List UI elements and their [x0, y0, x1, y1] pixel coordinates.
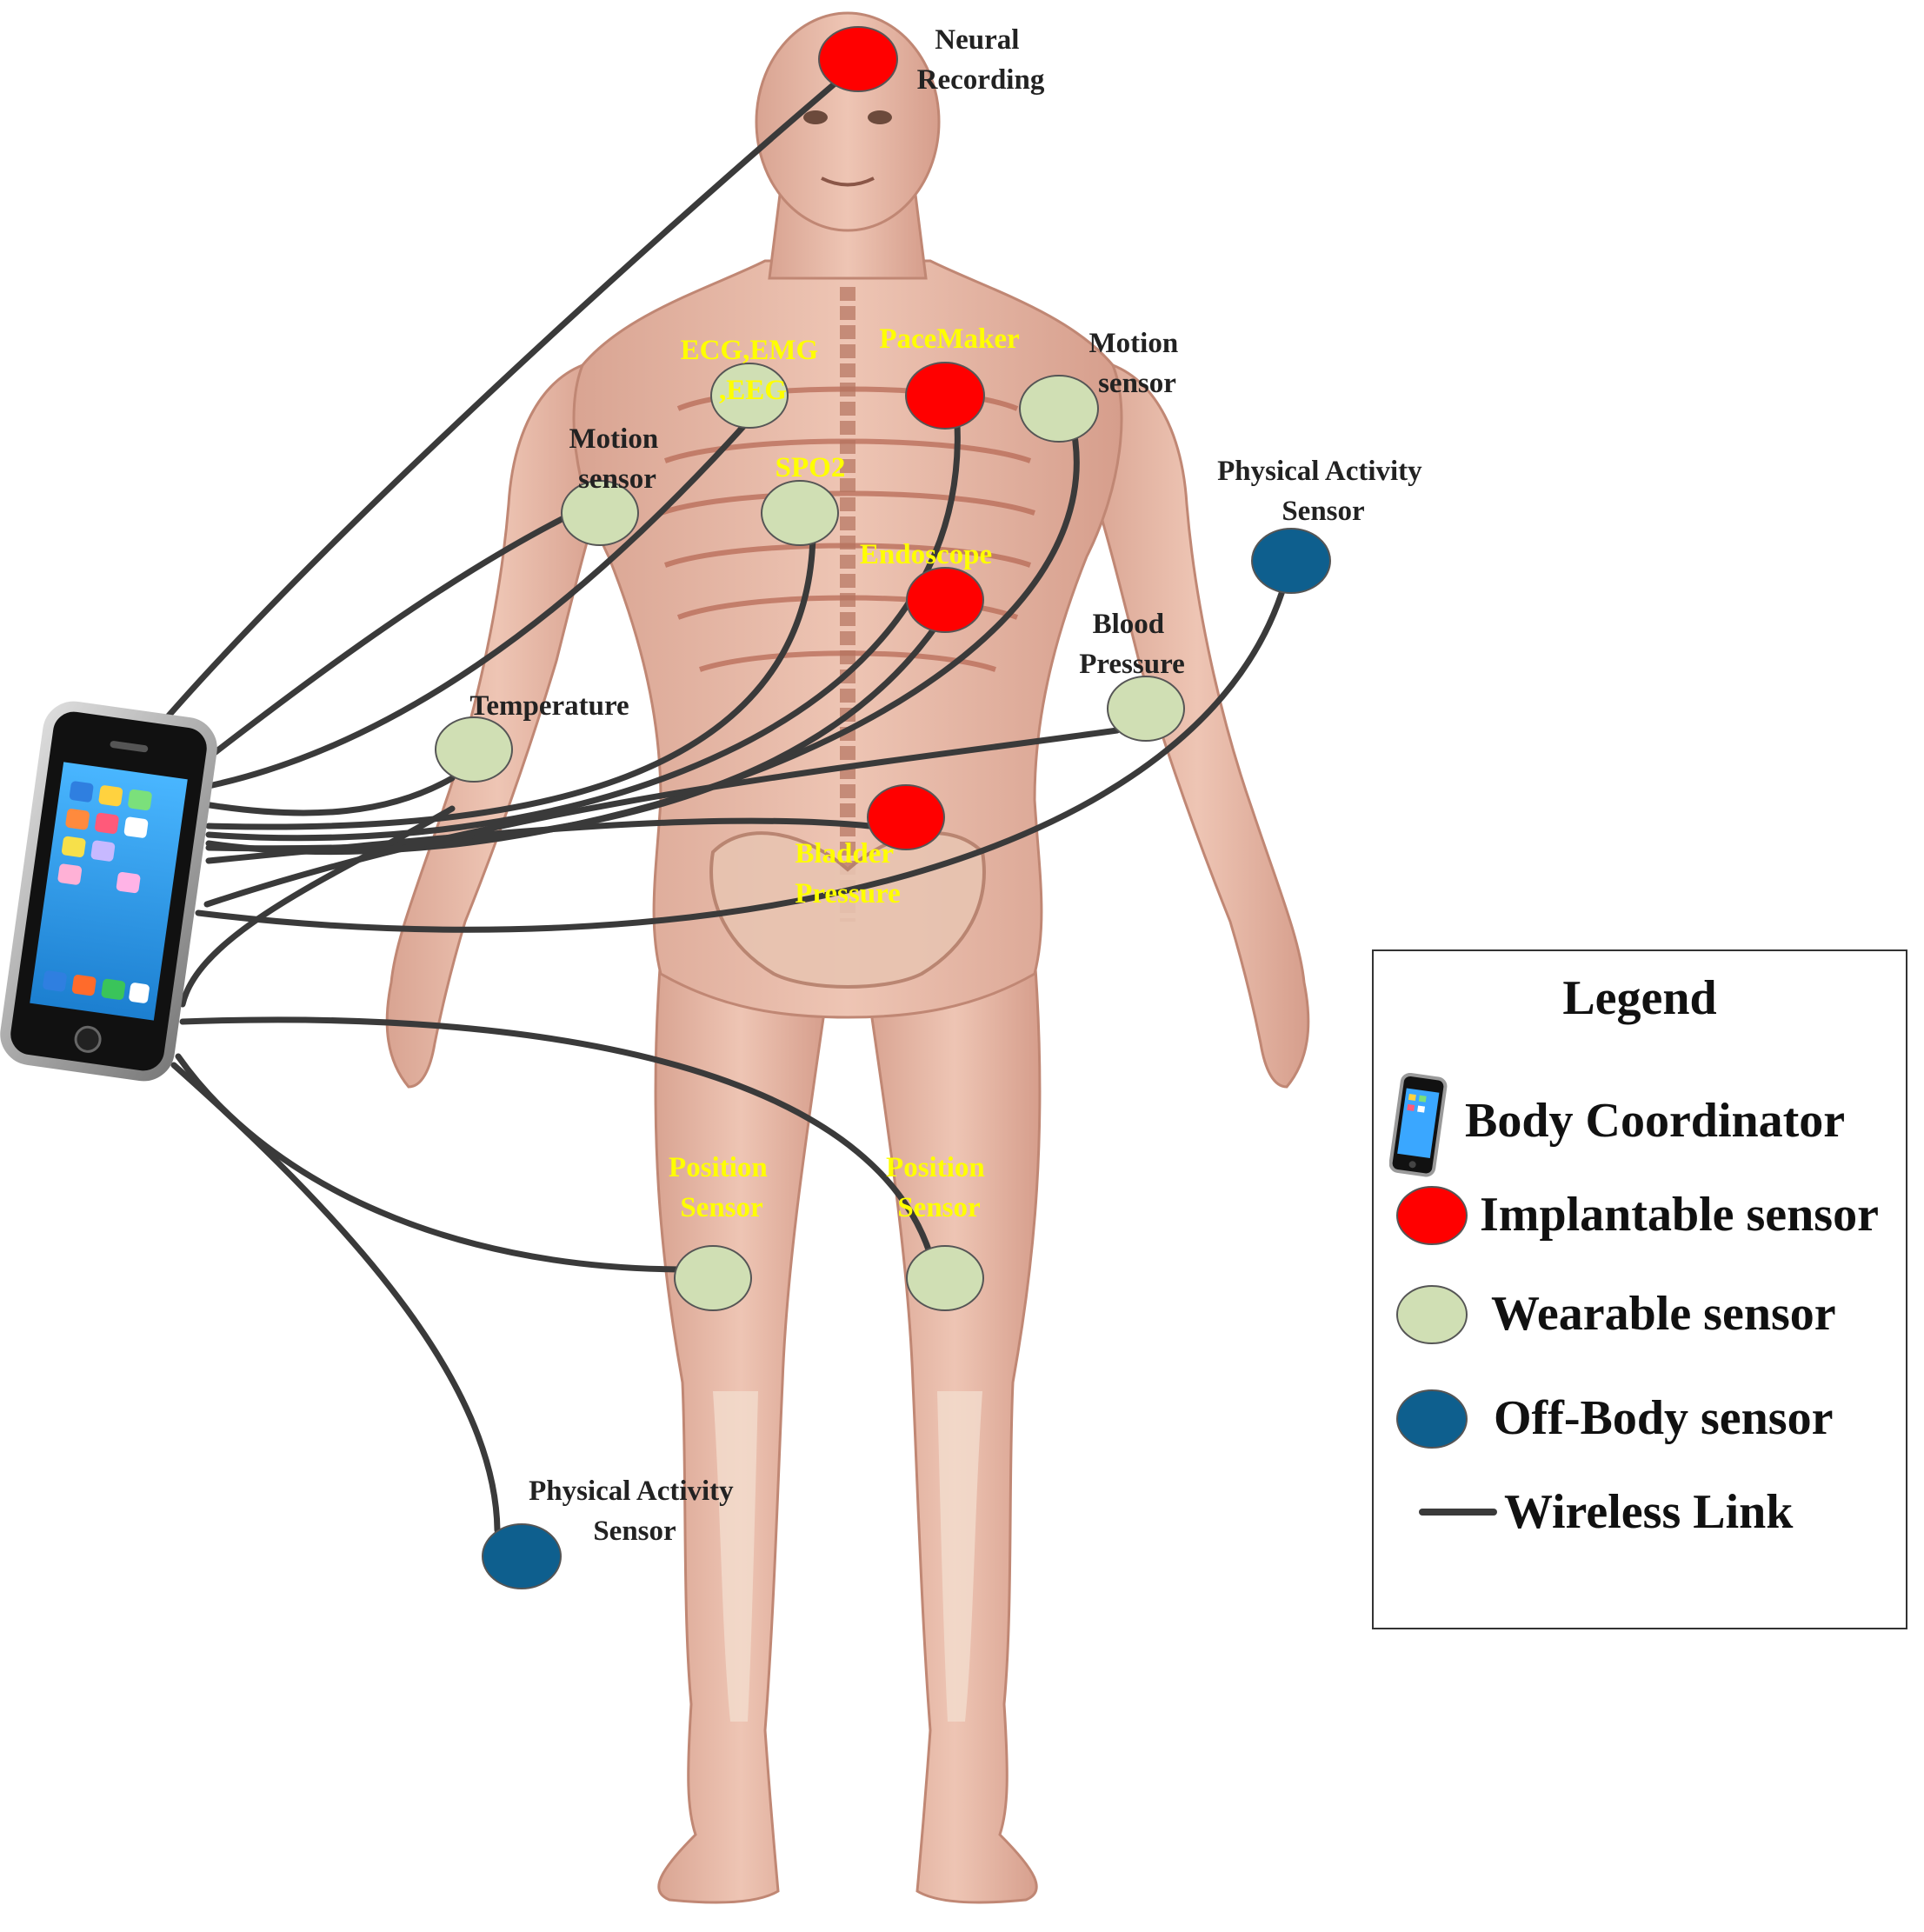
sensor-motion-right[interactable] [1019, 375, 1099, 443]
mouth [821, 177, 875, 187]
label-position-left: Position Sensor [669, 1152, 775, 1223]
legend: Legend Body Coordinator Implantable sens… [1372, 949, 1907, 1629]
label-physical-top-line2: Sensor [1282, 496, 1364, 527]
wearable-sensor-icon [1396, 1285, 1468, 1344]
link-position-right [179, 1016, 942, 1299]
link-phone-lower [179, 805, 456, 1008]
label-position-right-line1: Position [886, 1152, 985, 1183]
legend-title: Legend [1562, 971, 1717, 1025]
sensor-physical-bottom[interactable] [482, 1523, 562, 1589]
link-temperature [201, 775, 456, 816]
sensor-endoscope[interactable] [906, 567, 984, 633]
sensor-bladder[interactable] [867, 784, 945, 850]
sensor-pacemaker[interactable] [905, 362, 985, 430]
label-ecg-line2: ,EEG [719, 375, 787, 406]
link-position-left [175, 1053, 690, 1273]
wireless-link-icon [1419, 1509, 1497, 1516]
label-endoscope: Endoscope [860, 539, 992, 570]
label-temperature: Temperature [469, 690, 629, 722]
label-neural-line2: Recording [917, 64, 1045, 96]
wireless-links [149, 62, 1288, 1534]
link-physical-top [195, 579, 1288, 933]
link-physical-bottom [170, 1062, 501, 1534]
legend-item-wireless-link: Wireless Link [1374, 1473, 1906, 1551]
phone-speaker [110, 741, 149, 753]
link-ecg [201, 418, 751, 790]
link-neural [149, 62, 860, 738]
sensor-neural[interactable] [818, 26, 898, 92]
legend-text-off-body: Off-Body sensor [1494, 1391, 1834, 1445]
label-bladder-line1: Bladder [795, 838, 893, 869]
label-ecg-line1: ECG,EMG [681, 335, 819, 366]
label-spo2: SPO2 [776, 452, 846, 483]
label-neural: Neural Recording [917, 24, 1045, 96]
legend-item-implantable: Implantable sensor [1374, 1176, 1906, 1254]
body-coordinator-phone[interactable] [0, 701, 217, 1082]
legend-item-body-coordinator: Body Coordinator [1374, 1073, 1906, 1177]
label-position-left-line1: Position [669, 1152, 768, 1183]
legend-text-wireless-link: Wireless Link [1504, 1485, 1794, 1539]
label-physical-bottom: Physical Activity Sensor [529, 1476, 741, 1547]
sensor-temperature[interactable] [435, 716, 513, 783]
legend-text-implantable: Implantable sensor [1480, 1188, 1879, 1242]
right-eye [868, 110, 892, 124]
label-blood: Blood Pressure [1079, 609, 1185, 680]
sensor-position-left[interactable] [674, 1245, 752, 1311]
label-motion-left: Motion sensor [569, 423, 666, 495]
legend-text-wearable: Wearable sensor [1491, 1287, 1836, 1341]
sensor-ecg[interactable] [710, 363, 789, 429]
label-motion-left-line1: Motion [569, 423, 659, 455]
label-bladder: Bladder Pressure [795, 838, 901, 909]
link-spo2 [205, 531, 816, 830]
sensor-labels: Neural Recording ECG,EMG ,EEG PaceMaker … [469, 24, 1429, 1547]
label-physical-bottom-line2: Sensor [593, 1516, 676, 1547]
label-neural-line1: Neural [935, 24, 1019, 56]
sensor-motion-left[interactable] [561, 480, 639, 546]
label-motion-right-line1: Motion [1089, 328, 1179, 359]
label-motion-right: Motion sensor [1089, 328, 1186, 399]
left-eye [803, 110, 828, 124]
sensor-nodes [435, 26, 1331, 1589]
smartphone-icon [1389, 1073, 1448, 1177]
human-figure [385, 11, 1310, 1904]
label-ecg: ECG,EMG ,EEG [681, 335, 826, 406]
left-shin [713, 1391, 758, 1722]
legend-text-body-coordinator: Body Coordinator [1465, 1094, 1846, 1148]
label-motion-right-line2: sensor [1098, 368, 1176, 399]
label-position-right-line2: Sensor [897, 1192, 980, 1223]
app-icons [43, 781, 152, 1003]
phone-home-button [74, 1025, 102, 1053]
label-bladder-line2: Pressure [795, 878, 901, 909]
legend-item-off-body: Off-Body sensor [1374, 1379, 1906, 1457]
sensor-blood[interactable] [1107, 676, 1185, 742]
label-motion-left-line2: sensor [578, 463, 656, 495]
label-physical-top: Physical Activity Sensor [1217, 456, 1429, 527]
implantable-sensor-icon [1396, 1186, 1468, 1245]
label-blood-line2: Pressure [1079, 649, 1185, 680]
sensor-physical-top[interactable] [1251, 528, 1331, 594]
label-position-left-line2: Sensor [680, 1192, 762, 1223]
label-pacemaker: PaceMaker [879, 323, 1019, 355]
sensor-spo2[interactable] [761, 480, 839, 546]
label-position-right: Position Sensor [886, 1152, 992, 1223]
link-motion-left [190, 510, 577, 773]
link-bladder [205, 817, 873, 864]
label-physical-bottom-line1: Physical Activity [529, 1476, 734, 1507]
label-blood-line1: Blood [1093, 609, 1165, 640]
sensor-position-right[interactable] [906, 1245, 984, 1311]
right-shin [937, 1391, 982, 1722]
link-pacemaker [205, 405, 961, 842]
label-physical-top-line1: Physical Activity [1217, 456, 1422, 487]
legend-item-wearable: Wearable sensor [1374, 1275, 1906, 1353]
off-body-sensor-icon [1396, 1389, 1468, 1449]
